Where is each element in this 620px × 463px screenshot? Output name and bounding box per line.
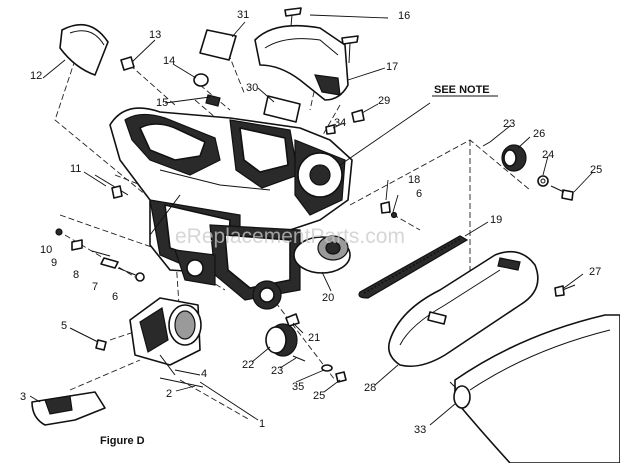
callout-3: 3	[20, 391, 26, 403]
callout-1: 1	[259, 418, 265, 430]
part-4-nozzle-assembly	[129, 297, 202, 376]
main-housing	[109, 107, 353, 310]
callout-24: 24	[542, 149, 554, 161]
part-11-pin	[94, 174, 129, 199]
callout-35: 35	[292, 381, 304, 393]
callout-17: 17	[386, 61, 398, 73]
callout-4: 4	[201, 368, 207, 380]
part-14-disk	[193, 73, 209, 87]
right-hardware	[482, 141, 574, 201]
callout-16: 16	[398, 10, 410, 22]
part-17-handle-cover	[254, 24, 349, 101]
callout-6: 6	[112, 291, 118, 303]
part-19-belt	[358, 235, 469, 299]
callout-10: 10	[40, 244, 52, 256]
part-34-screw	[325, 124, 336, 135]
callout-25: 25	[313, 390, 325, 402]
part-12-flap	[59, 23, 109, 76]
callout-8: 8	[73, 269, 79, 281]
part-15-tab	[205, 94, 221, 107]
callout-19: 19	[490, 214, 502, 226]
figure-caption: Figure D	[100, 435, 145, 447]
part-6-washer-right	[390, 211, 398, 219]
callout-6-right: 6	[416, 188, 422, 200]
callout-leaders	[29, 14, 594, 426]
callout-13: 13	[149, 29, 161, 41]
part-3-scoop	[31, 391, 106, 426]
part-21-screw	[285, 313, 300, 327]
callout-labels: 31 16 13 17 14 12 30 29 15 34 23 26 24 2…	[20, 9, 602, 436]
callout-31: 31	[237, 9, 249, 21]
callout-15: 15	[156, 97, 168, 109]
watermark: eReplacementParts.com	[175, 225, 405, 248]
callout-14: 14	[163, 55, 175, 67]
callout-34: 34	[334, 117, 346, 129]
callout-18: 18	[408, 174, 420, 186]
callout-28: 28	[364, 382, 376, 394]
part-2-rod	[159, 377, 204, 388]
callout-2: 2	[166, 388, 172, 400]
part-29-screw	[351, 109, 365, 123]
callout-5: 5	[61, 320, 67, 332]
part-28-cover	[387, 250, 539, 368]
part-33-clip	[449, 381, 471, 409]
part-18-screw	[380, 201, 391, 214]
part-31-label	[199, 29, 237, 61]
parts-6-to-10-hardware	[55, 228, 145, 282]
callout-25-right: 25	[590, 164, 602, 176]
lower-hardware	[292, 355, 347, 383]
part-20-roller	[293, 235, 351, 274]
callout-26: 26	[533, 128, 545, 140]
part-5-screw	[69, 327, 107, 351]
part-30-label	[263, 95, 301, 123]
dust-bag	[454, 314, 620, 463]
callout-11: 11	[70, 163, 81, 175]
callout-33: 33	[414, 424, 426, 436]
callout-21: 21	[308, 332, 320, 344]
see-note-label: SEE NOTE	[434, 84, 490, 96]
callout-9: 9	[51, 257, 57, 269]
part-22-brush-roll	[265, 323, 298, 357]
callout-22: 22	[242, 359, 254, 371]
see-note-leader	[339, 102, 431, 166]
callout-27: 27	[589, 266, 601, 278]
part-13-clip	[120, 56, 135, 71]
part-27-screw	[554, 284, 576, 297]
callout-29: 29	[378, 95, 390, 107]
callout-23-right: 23	[503, 118, 515, 130]
callout-20: 20	[322, 292, 334, 304]
callout-23: 23	[271, 365, 283, 377]
callout-7: 7	[92, 281, 98, 293]
callout-30: 30	[246, 82, 258, 94]
callout-12: 12	[30, 70, 42, 82]
